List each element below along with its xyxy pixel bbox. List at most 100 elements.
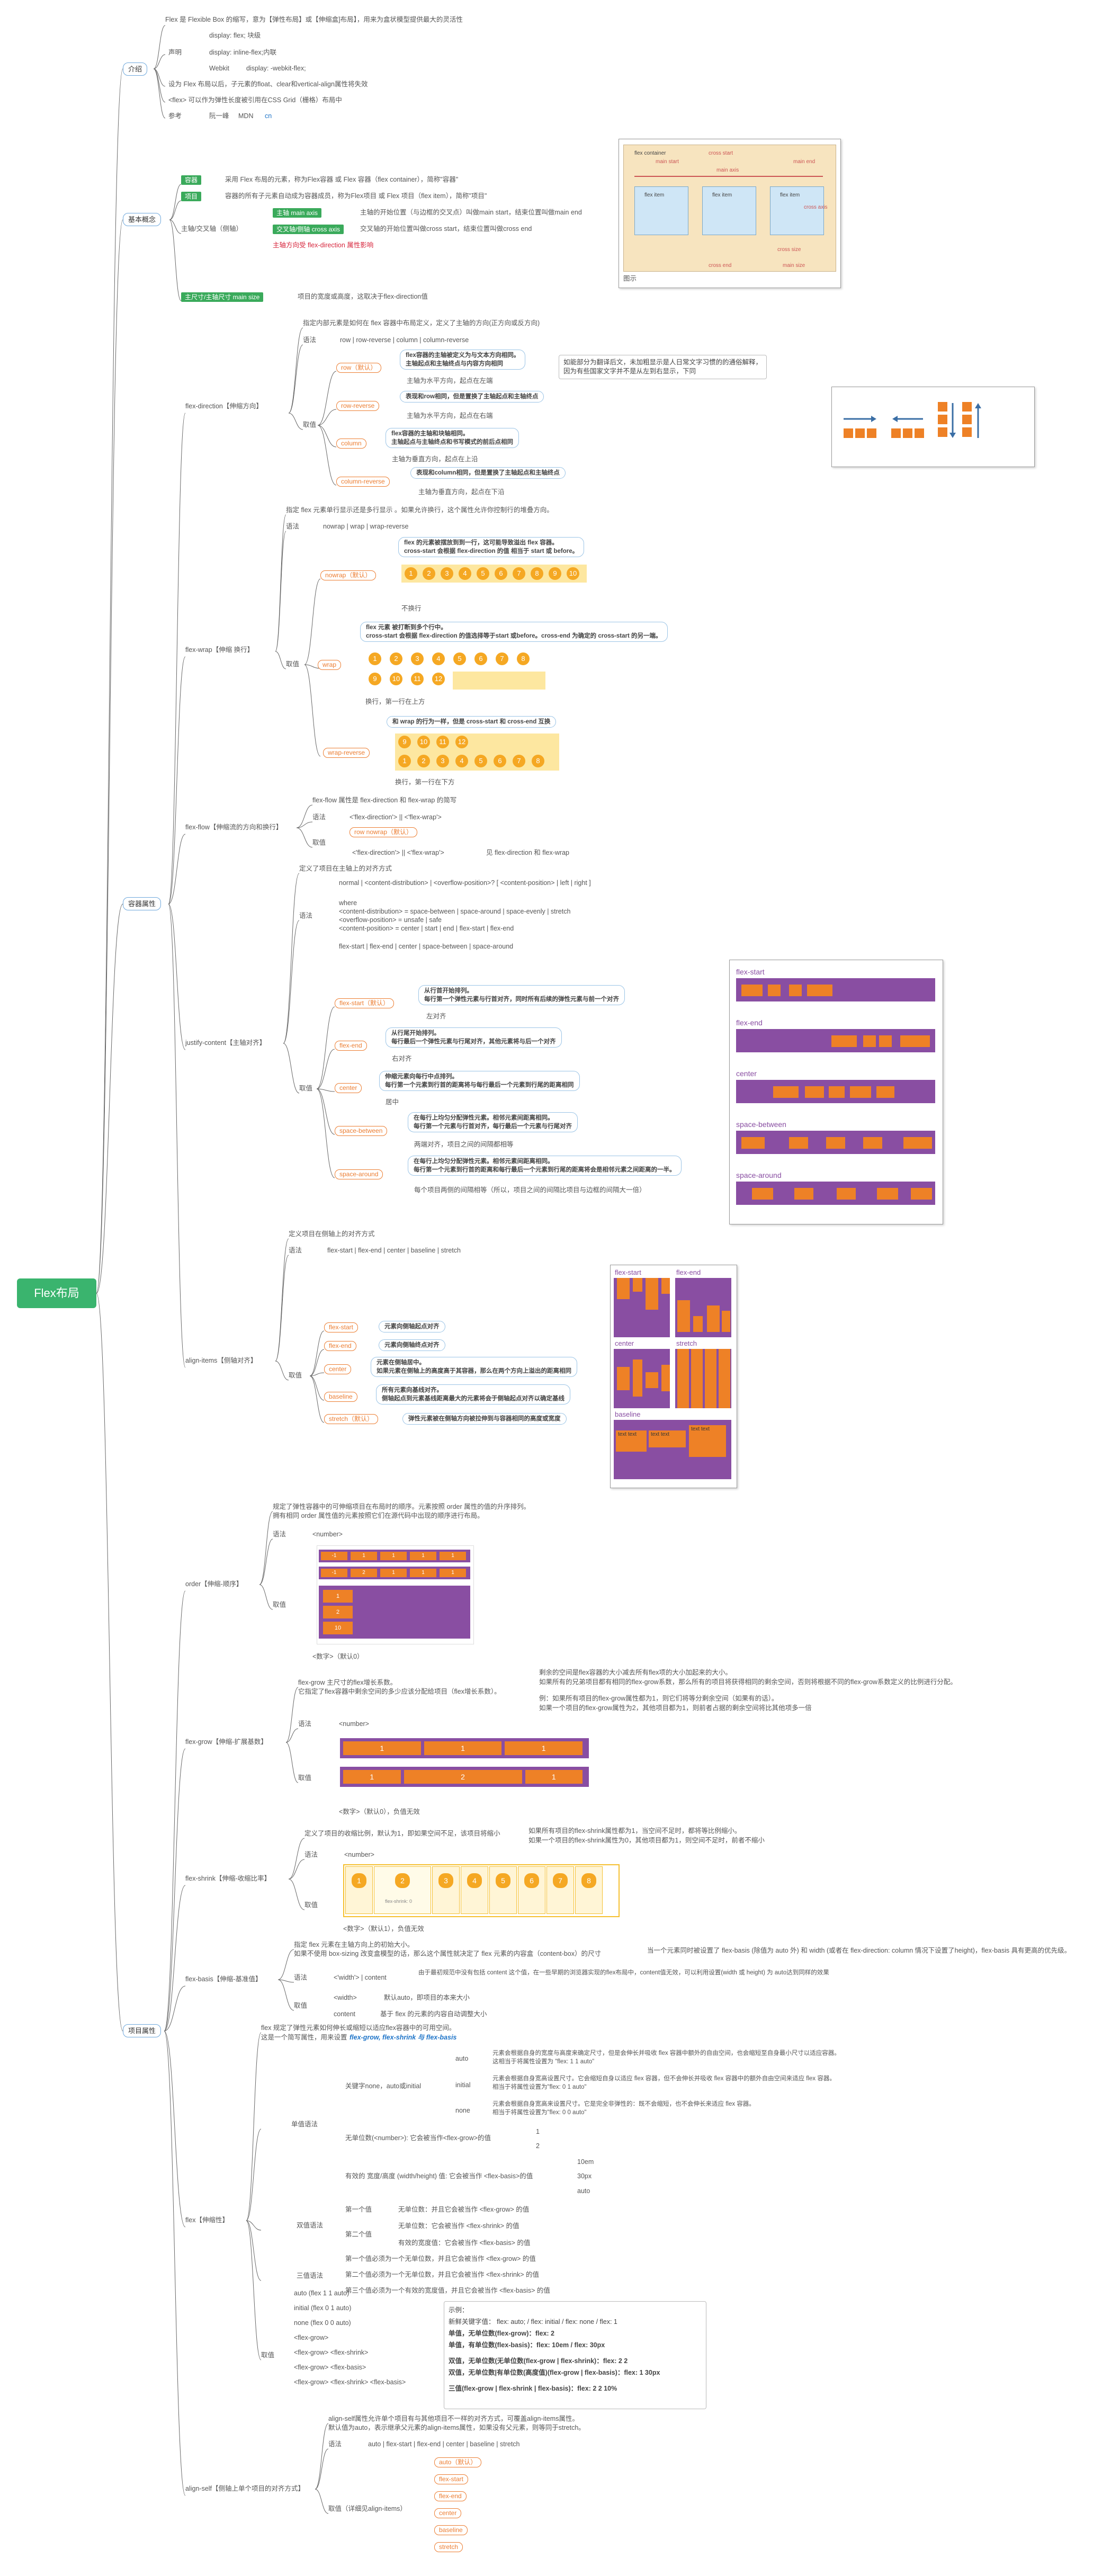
flex-value-item: <flex-grow> <flex-shrink> <flex-basis> xyxy=(294,2378,406,2386)
justify-space-between[interactable]: space-between xyxy=(335,1126,388,1136)
justify-fig-label: space-around xyxy=(736,1171,782,1179)
align-fig-text: text text xyxy=(651,1432,670,1437)
flex-t3: 第三个值必须为一个有效的宽度值，并且它会被当作 <flex-basis> 的值 xyxy=(345,2287,550,2294)
wrap-wrap[interactable]: wrap xyxy=(318,660,342,670)
align-self-value[interactable]: stretch xyxy=(434,2542,463,2552)
align-self-value[interactable]: auto（默认） xyxy=(434,2457,482,2467)
wrap-number-item: 2 xyxy=(423,567,435,580)
wrap-wraprev2: 换行，第一行在下方 xyxy=(395,779,455,786)
dir-row-reverse[interactable]: row-reverse xyxy=(336,401,380,411)
flex-num-b: 2 xyxy=(536,2142,540,2150)
basics-figure-card: flex container cross start main start ma… xyxy=(619,139,841,288)
justify-center[interactable]: center xyxy=(335,1083,362,1093)
branch-basics[interactable]: 基本概念 xyxy=(123,213,162,226)
align-center[interactable]: center xyxy=(324,1364,352,1374)
grow-desc1: flex-grow 主尺寸的flex增长系数。 xyxy=(298,1679,397,1686)
root-node[interactable]: Flex布局 xyxy=(17,1278,96,1308)
dir-syntax: row | row-reverse | column | column-reve… xyxy=(340,336,469,344)
align-flex-start[interactable]: flex-start xyxy=(324,1322,359,1332)
justify-syntax-label: 语法 xyxy=(299,912,313,919)
align-fig-block xyxy=(691,1349,703,1408)
wrap-number-item: 3 xyxy=(436,755,449,767)
align-fig-bar: text text text text text text xyxy=(614,1420,731,1479)
grow-fig-block: 2 xyxy=(404,1770,522,1784)
fig-cross-axis: cross axis xyxy=(804,204,828,210)
dir-column[interactable]: column xyxy=(336,439,366,449)
wrap-number-item: 4 xyxy=(455,755,468,767)
self-desc2: 默认值为auto，表示继承父元素的align-items属性，如果没有父元素，则… xyxy=(328,2424,585,2431)
intro-ref-mdn[interactable]: MDN xyxy=(238,112,254,120)
align-fig-block xyxy=(707,1305,720,1332)
wrap-number-item: 2 xyxy=(390,652,402,665)
align-fig-label: baseline xyxy=(615,1410,641,1418)
self-desc1: align-self属性允许单个项目有与其他项目不一样的对齐方式，可覆盖alig… xyxy=(328,2415,579,2422)
dir-colrev2: 主轴为垂直方向，起点在下沿 xyxy=(418,488,505,496)
justify-fig-block xyxy=(831,1035,857,1047)
align-bl1: 所有元素向基线对齐。 xyxy=(382,1387,443,1393)
align-fig-text: text text xyxy=(618,1432,637,1437)
align-flex-end[interactable]: flex-end xyxy=(324,1341,356,1351)
dir-row1: flex容器的主轴被定义为与文本方向相同。 xyxy=(406,352,520,359)
flex-double: 双值语法 xyxy=(297,2222,324,2229)
shrink-fig-number: 4 xyxy=(467,1873,482,1888)
align-baseline[interactable]: baseline xyxy=(324,1392,357,1402)
flow-value-label: 取值 xyxy=(312,839,326,846)
flex-d-second1: 无单位数：它会被当作 <flex-shrink> 的值 xyxy=(398,2222,519,2230)
wrap-number-item: 8 xyxy=(532,755,544,767)
branch-container[interactable]: 容器属性 xyxy=(123,897,162,910)
justify-fig-bar xyxy=(736,1080,935,1103)
fig-item-3: flex item xyxy=(770,186,824,235)
wrap-number-item: 10 xyxy=(390,673,402,685)
flex-num-a: 1 xyxy=(536,2128,540,2135)
align-fig-block: text text xyxy=(689,1425,726,1457)
justify-fig-bar xyxy=(736,1182,935,1205)
align-stretch[interactable]: stretch（默认） xyxy=(324,1414,379,1424)
flex-value-label: 取值 xyxy=(261,2351,275,2359)
dir-col1: flex容器的主轴和块轴相同。 xyxy=(391,431,469,437)
justify-ct2: 每行第一个元素到行首的距离将与每行最后一个元素到行尾的距离相同 xyxy=(385,1082,574,1088)
shrink-name: flex-shrink【伸缩-收缩比率】 xyxy=(185,1875,271,1882)
align-fig-bar xyxy=(614,1278,670,1337)
justify-sa3: 每个项目两侧的间隔相等（所以，项目之间的间隔比项目与边框的间隔大一倍） xyxy=(414,1186,646,1194)
align-self-value[interactable]: baseline xyxy=(434,2525,468,2535)
tag-item: 项目 xyxy=(181,192,202,201)
branch-intro[interactable]: 介绍 xyxy=(123,62,148,76)
dir-row[interactable]: row（默认） xyxy=(336,363,382,373)
align-self-value[interactable]: flex-start xyxy=(434,2474,469,2484)
flex-triple: 三值语法 xyxy=(297,2272,324,2279)
wrap-wrap-reverse[interactable]: wrap-reverse xyxy=(323,748,370,758)
shrink-fig-number: 6 xyxy=(524,1873,539,1888)
shrink-fig-number: 8 xyxy=(581,1873,596,1888)
flex-value-item: <flex-grow> xyxy=(294,2334,329,2341)
flex-name: flex【伸缩性】 xyxy=(185,2216,229,2224)
flex-auto2: 这相当于将属性设置为 "flex: 1 1 auto" xyxy=(492,2059,595,2065)
justify-flex-start[interactable]: flex-start（默认） xyxy=(335,998,395,1008)
dir-column-reverse[interactable]: column-reverse xyxy=(336,477,390,487)
intro-ref-ruanyifeng[interactable]: 阮一峰 xyxy=(209,112,229,120)
wrap-nowrap[interactable]: nowrap（默认） xyxy=(320,570,377,580)
align-name: align-items【侧轴对齐】 xyxy=(185,1357,257,1364)
intro-ref-cn[interactable]: cn xyxy=(265,112,272,120)
shrink-fig-cell: 4 xyxy=(461,1866,488,1914)
wrap-number-item: 2 xyxy=(417,755,430,767)
justify-fe2: 每行最后一个弹性元素与行尾对齐，其他元素将与后一个对齐 xyxy=(391,1039,556,1045)
align-ct1: 元素在侧轴居中。 xyxy=(377,1359,425,1366)
intro-decl2: display: inline-flex;内联 xyxy=(209,49,277,56)
basis-v2: content xyxy=(334,2010,356,2018)
align-fig-block xyxy=(633,1359,642,1397)
grow-fig-block: 1 xyxy=(525,1770,583,1784)
justify-flex-end[interactable]: flex-end xyxy=(335,1041,367,1051)
align-self-value[interactable]: flex-end xyxy=(434,2491,467,2501)
align-self-value[interactable]: center xyxy=(434,2508,462,2518)
flex-initial: initial xyxy=(455,2081,471,2089)
dir-name: flex-direction【伸缩方向】 xyxy=(185,402,263,410)
branch-item[interactable]: 项目属性 xyxy=(123,2024,162,2037)
flow-v1[interactable]: row nowrap（默认） xyxy=(350,827,418,837)
wrap-wrap-desc: flex 元素 被打断到多个行中。cross-start 会根据 flex-di… xyxy=(360,622,668,642)
flex-single: 单值语法 xyxy=(291,2121,318,2128)
justify-space-around[interactable]: space-around xyxy=(335,1169,383,1179)
justify-sb-desc: 在每行上均匀分配弹性元素。相邻元素间距离相同。每行第一个元素与行首对齐，每行最后… xyxy=(408,1112,578,1132)
justify-s6: flex-start | flex-end | center | space-b… xyxy=(339,943,514,950)
